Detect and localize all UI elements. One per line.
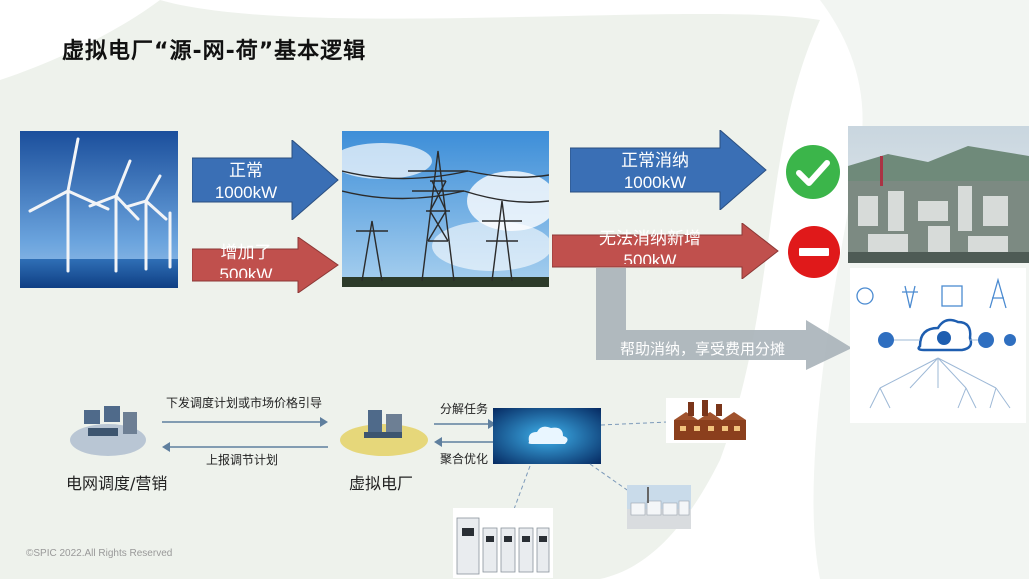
added-generation-arrow [192, 237, 339, 293]
vpp-label: 虚拟电厂 [349, 474, 414, 493]
virtual-power-plant-icon [340, 410, 428, 456]
resource-connectors [509, 421, 669, 521]
city-image [848, 126, 1029, 263]
power-tower-image [342, 131, 549, 287]
cloud-platform-image [493, 408, 601, 464]
aggregate-label: 聚合优化 [440, 452, 489, 466]
normal-generation-label: 正常 1000kW [214, 161, 278, 202]
factory-icon [666, 398, 754, 443]
normal-consumption-arrow [570, 130, 767, 210]
ev-chargers-image [453, 508, 553, 578]
help-consumption-label: 帮助消纳，享受费用分摊 [620, 340, 786, 358]
down-link-arrow [162, 417, 328, 452]
check-circle-icon [786, 145, 840, 199]
page-title: 虚拟电厂“源-网-荷”基本逻辑 [62, 39, 367, 64]
vpp-cloud-arrows [434, 419, 496, 447]
help-consumption-arrow [596, 268, 852, 370]
up-link-label: 上报调节计划 [206, 453, 279, 467]
energy-storage-image [627, 485, 691, 529]
decompose-label: 分解任务 [440, 402, 489, 416]
normal-consumption-label: 正常消纳 1000kW [621, 151, 689, 192]
down-link-label: 下发调度计划或市场价格引导 [166, 396, 323, 410]
minus-circle-icon [788, 226, 840, 278]
generation-arrow [192, 140, 339, 220]
dispatch-label: 电网调度/营销 [66, 474, 168, 493]
dispatch-center-icon [70, 406, 146, 456]
cannot-consume-arrow [552, 223, 779, 279]
energy-network-diagram [850, 268, 1026, 423]
copyright-footer: ©SPIC 2022.All Rights Reserved [26, 548, 173, 559]
cannot-consume-label: 无法消纳新增 500kW [599, 229, 701, 264]
wind-turbines-image [20, 131, 178, 288]
added-generation-label: 增加了 500kW [219, 243, 273, 278]
